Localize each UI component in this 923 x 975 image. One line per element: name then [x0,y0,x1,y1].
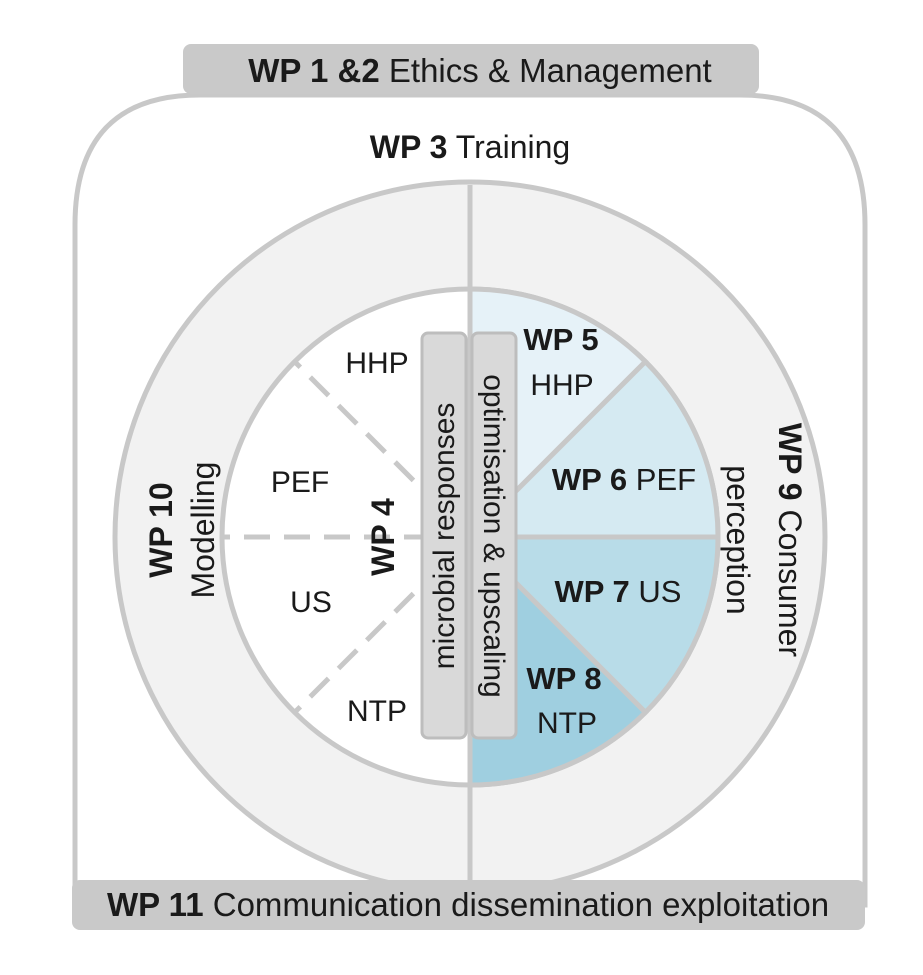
wp8-text: NTP [537,707,597,740]
left-ntp: NTP [347,695,407,728]
wp6-sector [463,358,721,540]
bottom-banner-text: WP 11 Communication dissemination exploi… [107,886,829,923]
left-pef: PEF [271,466,329,499]
consumer-text2: perception [720,465,756,614]
top-banner-bold: WP 1 &2 [248,52,379,89]
optimisation-bar [470,331,518,740]
training-text: Training [447,129,570,165]
bottom-banner [72,880,865,930]
microbial-responses-text: microbial responses [428,403,461,670]
consumer-text: Consumer [772,501,808,658]
left-us: US [290,586,332,619]
wp8-bold: WP 8 [526,661,601,696]
wp5-text: HHP [530,369,593,402]
wp7-bold: WP 7 [555,574,630,609]
modelling-bold: WP 10 [143,482,179,577]
consumer-label: WP 9 Consumer [772,423,808,658]
wp7-sector [463,534,721,716]
wp7-label: WP 7 US [555,574,682,609]
consumer-bold: WP 9 [772,423,808,501]
wp6-text: PEF [627,462,696,497]
bottom-banner-label: Communication dissemination exploitation [204,886,830,923]
training-label: WP 3 Training [370,129,570,165]
microbial-responses-bar [420,331,468,740]
wp6-label: WP 6 PEF [552,462,696,497]
wp5-bold: WP 5 [523,322,598,357]
wp7-text: US [630,574,682,609]
optimisation-text: optimisation & upscaling [477,374,510,698]
modelling-text: Modelling [185,462,221,599]
wp6-bold: WP 6 [552,462,627,497]
wp4-label: WP 4 [365,498,401,576]
bottom-banner-bold: WP 11 [107,886,204,923]
left-hhp: HHP [345,347,408,380]
training-bold: WP 3 [370,129,448,165]
top-banner-label: Ethics & Management [380,52,712,89]
top-banner [183,44,759,94]
top-banner-text: WP 1 &2 Ethics & Management [248,52,711,89]
